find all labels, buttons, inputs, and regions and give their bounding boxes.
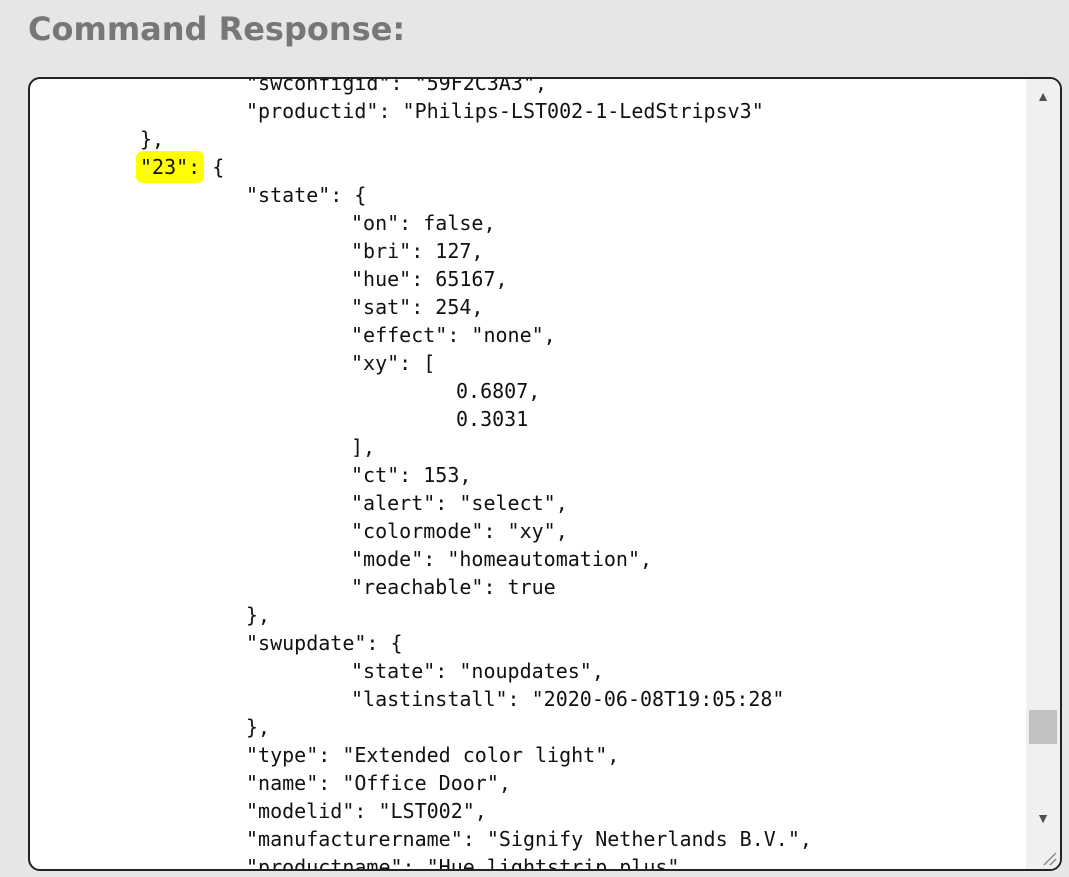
code-line: "productid": "Philips-LST002-1-LedStrips… xyxy=(246,97,764,125)
code-line: "alert": "select", xyxy=(351,489,568,517)
code-line: "reachable": true xyxy=(351,573,556,601)
code-line: "swconfigid": "59F2C3A3", xyxy=(246,79,547,97)
code-text: "swconfigid": "59F2C3A3", xyxy=(246,79,548,95)
code-line: "effect": "none", xyxy=(351,321,556,349)
code-text: "alert": "select", xyxy=(351,491,568,515)
code-line: 0.3031 xyxy=(456,405,528,433)
code-line: "on": false, xyxy=(351,209,496,237)
code-text: "xy": [ xyxy=(351,351,436,375)
code-line: "productname": "Hue lightstrip plus", xyxy=(246,853,692,869)
code-text: "manufacturername": "Signify Netherlands… xyxy=(246,827,812,851)
code-line: "type": "Extended color light", xyxy=(246,741,619,769)
code-line: "sat": 254, xyxy=(351,293,483,321)
code-text: 0.6807, xyxy=(456,379,541,403)
scroll-thumb[interactable] xyxy=(1029,710,1057,744)
code-text: }, xyxy=(246,603,271,627)
code-text: "state": { xyxy=(246,183,367,207)
code-line: "manufacturername": "Signify Netherlands… xyxy=(246,825,812,853)
code-text: "modelid": "LST002", xyxy=(246,799,487,823)
code-text: "hue": 65167, xyxy=(351,267,508,291)
code-line: }, xyxy=(140,125,164,153)
code-text: "bri": 127, xyxy=(351,239,484,263)
code-text: "productid": "Philips-LST002-1-LedStrips… xyxy=(246,99,764,123)
code-text: ], xyxy=(351,435,376,459)
code-line: "ct": 153, xyxy=(351,461,471,489)
vertical-scrollbar[interactable]: ▲ ▼ xyxy=(1026,79,1060,835)
code-line: "modelid": "LST002", xyxy=(246,797,487,825)
code-line: "colormode": "xy", xyxy=(351,517,568,545)
code-line: "name": "Office Door", xyxy=(246,769,511,797)
code-text: "mode": "homeautomation", xyxy=(351,547,653,571)
code-line: "swupdate": { xyxy=(246,629,403,657)
response-text: "swconfigid": "59F2C3A3", "productid": "P… xyxy=(30,79,1026,869)
code-line: }, xyxy=(246,601,270,629)
code-text: "lastinstall": "2020-06-08T19:05:28" xyxy=(351,687,785,711)
code-text: }, xyxy=(140,127,165,151)
code-line: "hue": 65167, xyxy=(351,265,508,293)
code-line: "bri": 127, xyxy=(351,237,483,265)
code-text: { xyxy=(200,155,225,179)
code-text: }, xyxy=(246,715,271,739)
code-line: "xy": [ xyxy=(351,349,435,377)
scroll-up-icon[interactable]: ▲ xyxy=(1036,88,1050,104)
code-line-highlighted: "23": { xyxy=(140,153,224,181)
page-title: Command Response: xyxy=(28,10,406,48)
resize-grip-icon[interactable] xyxy=(1026,835,1060,869)
code-line: "state": "noupdates", xyxy=(351,657,604,685)
code-text: "type": "Extended color light", xyxy=(246,743,620,767)
code-line: "mode": "homeautomation", xyxy=(351,545,652,573)
code-line: 0.6807, xyxy=(456,377,540,405)
code-text: "colormode": "xy", xyxy=(351,519,568,543)
code-line: ], xyxy=(351,433,375,461)
code-text: "on": false, xyxy=(351,211,496,235)
code-text: "reachable": true xyxy=(351,575,556,599)
code-text: "effect": "none", xyxy=(351,323,556,347)
code-text: "ct": 153, xyxy=(351,463,472,487)
highlighted-key: "23": xyxy=(140,155,201,179)
command-response-textarea[interactable]: "swconfigid": "59F2C3A3", "productid": "P… xyxy=(28,77,1062,871)
code-text: "productname": "Hue lightstrip plus", xyxy=(246,855,692,869)
code-text: "name": "Office Door", xyxy=(246,771,511,795)
code-text: "sat": 254, xyxy=(351,295,484,319)
code-text: 0.3031 xyxy=(456,407,529,431)
code-text: "swupdate": { xyxy=(246,631,403,655)
scroll-down-icon[interactable]: ▼ xyxy=(1036,810,1050,826)
code-line: "state": { xyxy=(246,181,366,209)
code-line: "lastinstall": "2020-06-08T19:05:28" xyxy=(351,685,784,713)
code-text: "state": "noupdates", xyxy=(351,659,604,683)
code-line: }, xyxy=(246,713,270,741)
